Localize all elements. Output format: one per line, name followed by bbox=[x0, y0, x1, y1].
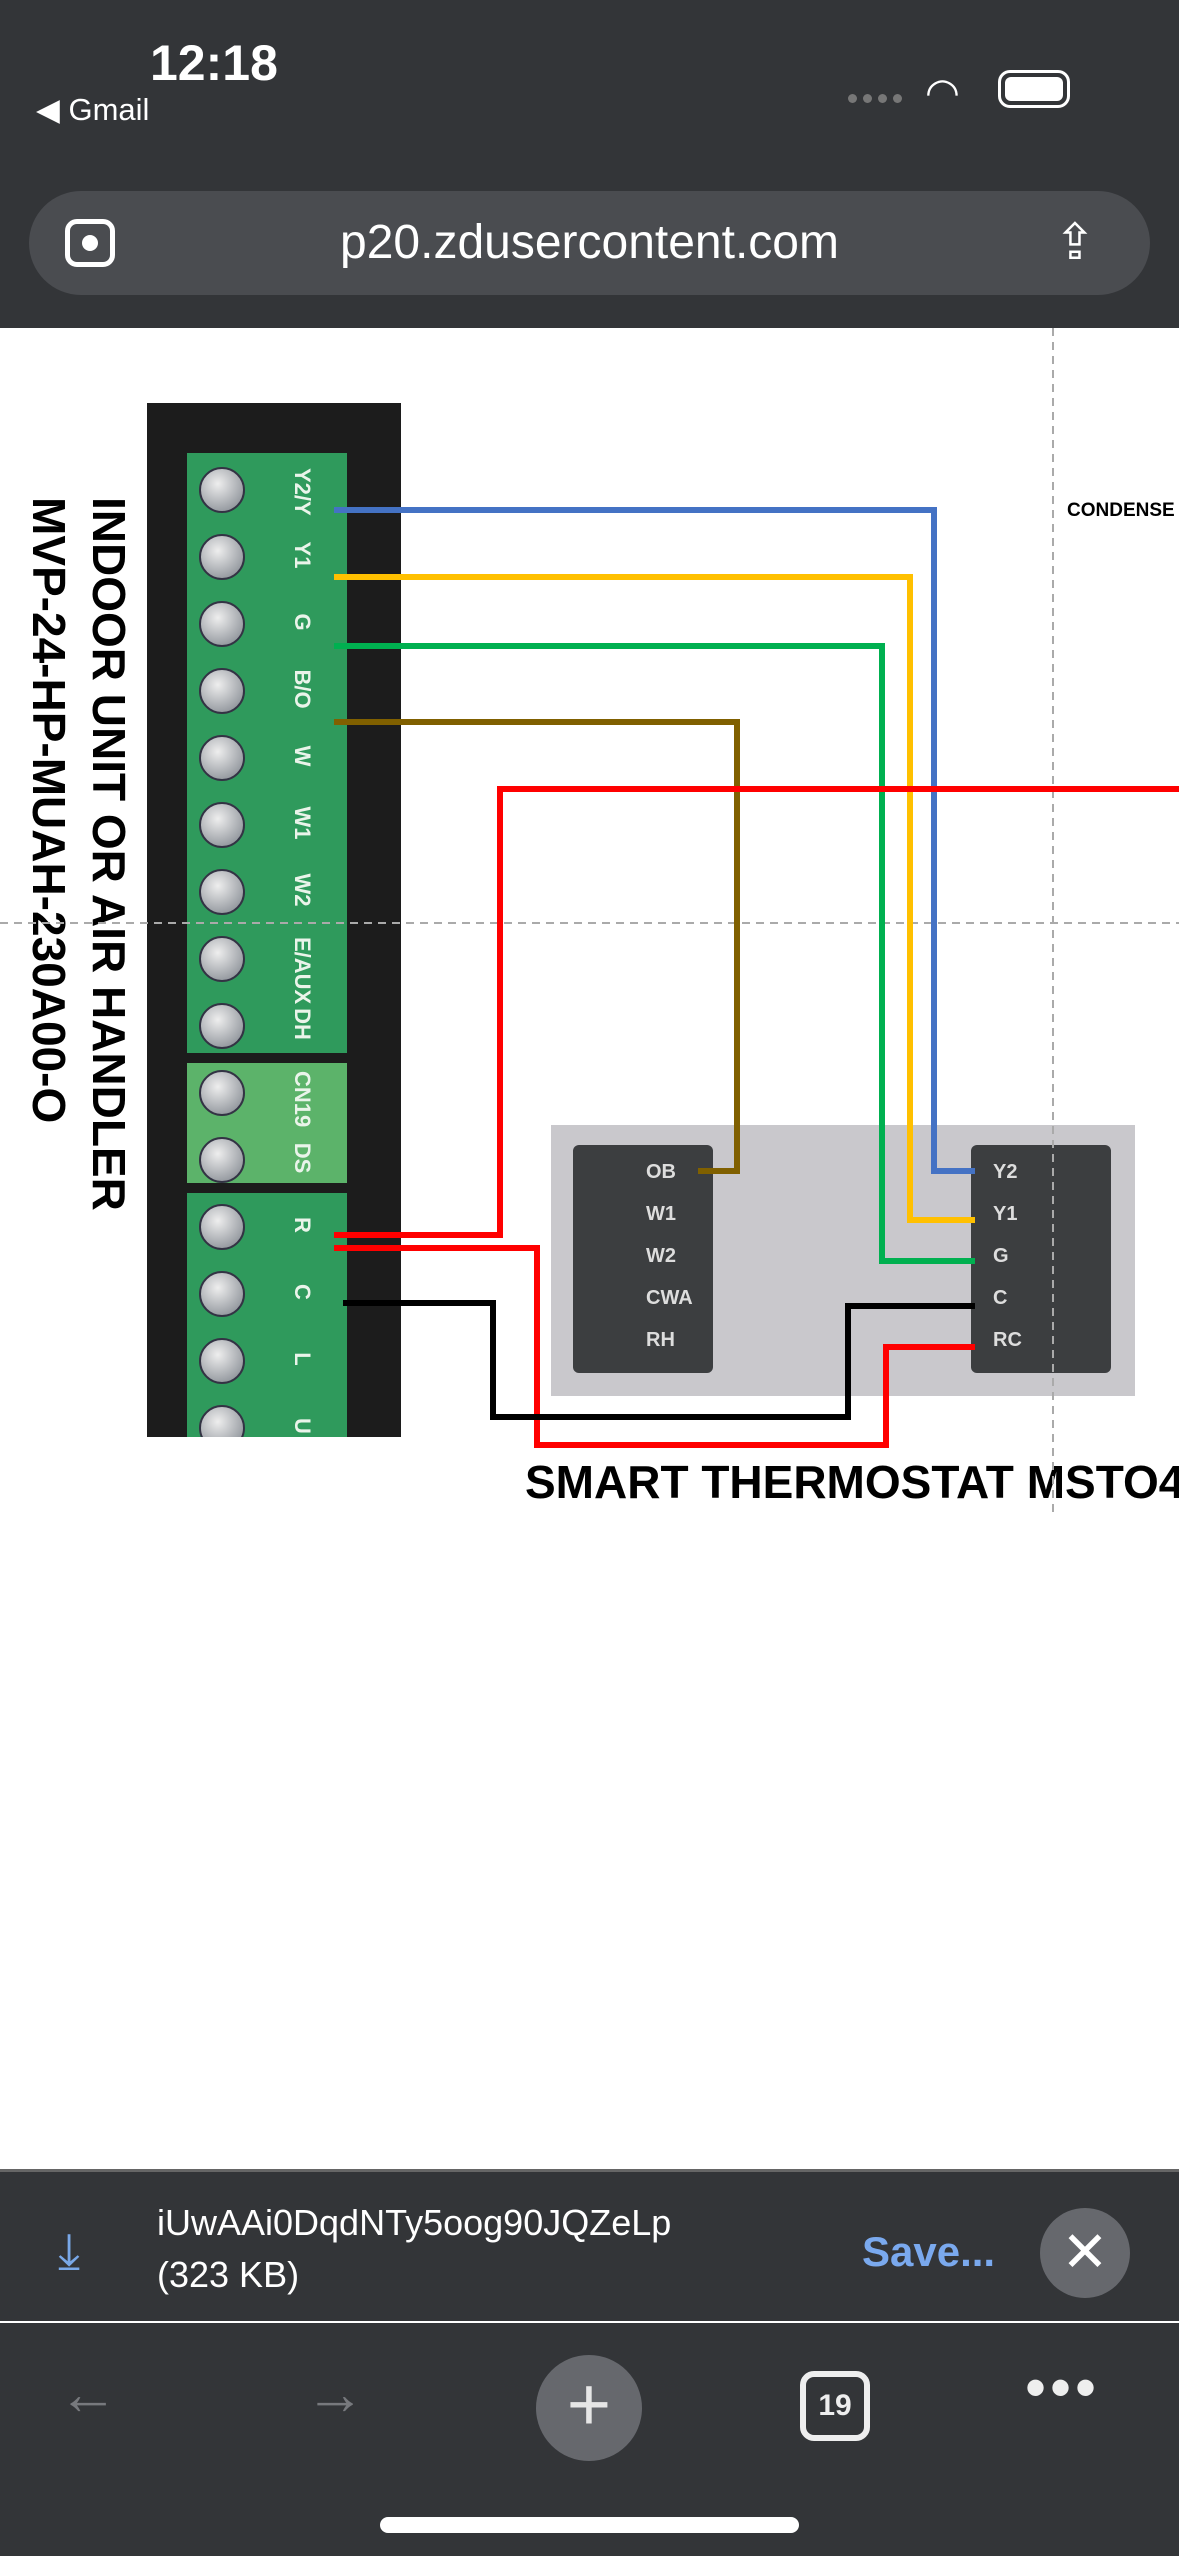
screw-icon bbox=[199, 1405, 245, 1437]
camera-lens-icon[interactable] bbox=[65, 219, 115, 267]
board-terminal-label: W2 bbox=[290, 873, 315, 907]
board-terminal-label: DH bbox=[290, 1008, 315, 1040]
browser-top-bar: 12:18 ◀ Gmail ◠ p20.zdusercontent.com ⇪ bbox=[0, 0, 1179, 328]
indoor-unit-title: INDOOR UNIT OR AIR HANDLER bbox=[83, 497, 135, 1211]
status-time: 12:18 bbox=[150, 35, 278, 91]
board-terminal-label: W bbox=[290, 745, 315, 767]
save-button[interactable]: Save... bbox=[862, 2228, 996, 2275]
screw-icon bbox=[199, 1204, 245, 1250]
close-icon[interactable]: ✕ bbox=[1040, 2208, 1130, 2298]
thermostat-terminal-label: OB bbox=[646, 1161, 676, 1183]
screw-icon bbox=[199, 1338, 245, 1384]
thermostat-terminal-label: Y1 bbox=[993, 1203, 1018, 1225]
board-terminal-label: L bbox=[290, 1352, 315, 1366]
screw-icon bbox=[199, 735, 245, 781]
thermostat-terminal-label: RC bbox=[993, 1329, 1022, 1351]
signal-icon bbox=[848, 94, 902, 103]
thermostat-terminal-label: RH bbox=[646, 1329, 675, 1351]
board-terminal-label: E/AUX bbox=[290, 937, 315, 1005]
back-arrow-icon[interactable]: ← bbox=[58, 2360, 118, 2427]
screw-icon bbox=[199, 936, 245, 982]
download-filename: iUwAAi0DqdNTy5oog90JQZeLp bbox=[157, 2202, 672, 2243]
screw-icon bbox=[199, 1271, 245, 1317]
board-terminal-label: C bbox=[290, 1284, 315, 1300]
download-bar: ⤓ iUwAAi0DqdNTy5oog90JQZeLp (323 KB) Sav… bbox=[0, 2169, 1179, 2321]
wifi-icon: ◠ bbox=[925, 71, 960, 115]
more-menu-icon[interactable]: ••• bbox=[1025, 2354, 1101, 2421]
screw-icon bbox=[199, 802, 245, 848]
screw-icon bbox=[199, 1003, 245, 1049]
home-indicator[interactable] bbox=[380, 2517, 799, 2533]
board-terminal-label: U bbox=[290, 1418, 315, 1434]
battery-icon bbox=[998, 70, 1070, 108]
forward-arrow-icon[interactable]: → bbox=[305, 2360, 365, 2427]
thermostat-terminal-label: W2 bbox=[646, 1245, 676, 1267]
board-terminal-label: CN19 bbox=[290, 1071, 315, 1128]
address-bar[interactable]: p20.zdusercontent.com ⇪ bbox=[29, 191, 1150, 295]
thermostat-terminal-label: W1 bbox=[646, 1203, 676, 1225]
board-terminal-label: DS bbox=[290, 1142, 315, 1174]
url-text[interactable]: p20.zdusercontent.com bbox=[340, 216, 839, 269]
screw-icon bbox=[199, 467, 245, 513]
screw-icon bbox=[199, 1070, 245, 1116]
left-terminal-block bbox=[573, 1145, 713, 1373]
board-terminal-label: G bbox=[290, 613, 315, 631]
download-size: (323 KB) bbox=[157, 2254, 300, 2295]
thermostat-terminal-label: CWA bbox=[646, 1287, 693, 1309]
screw-icon bbox=[199, 668, 245, 714]
screw-icon bbox=[199, 534, 245, 580]
condenser-label: CONDENSE bbox=[1067, 500, 1175, 521]
download-icon: ⤓ bbox=[58, 2223, 81, 2279]
back-to-gmail[interactable]: ◀ Gmail bbox=[36, 92, 150, 127]
indoor-unit-model: MVP-24-HP-MUAH-230A00-O bbox=[23, 497, 75, 1124]
thermostat-title: SMART THERMOSTAT MSTO4 bbox=[525, 1456, 1179, 1508]
new-tab-button[interactable]: + bbox=[536, 2355, 642, 2461]
screw-icon bbox=[199, 601, 245, 647]
screw-icon bbox=[199, 869, 245, 915]
thermostat-terminal-label: G bbox=[993, 1245, 1009, 1267]
thermostat-terminal-label: C bbox=[993, 1287, 1008, 1309]
board-terminal-label: B/O bbox=[290, 669, 315, 709]
screw-icon bbox=[199, 1137, 245, 1183]
board-terminal-label: Y1 bbox=[290, 541, 315, 569]
board-terminal-label: Y2/Y bbox=[290, 468, 315, 516]
right-terminal-block bbox=[971, 1145, 1111, 1373]
share-icon[interactable]: ⇪ bbox=[1054, 214, 1096, 270]
tab-count-button[interactable]: 19 bbox=[800, 2371, 870, 2441]
board-terminal-label: W1 bbox=[290, 806, 315, 840]
board-terminal-label: R bbox=[290, 1217, 315, 1233]
thermostat-terminal-label: Y2 bbox=[993, 1161, 1018, 1183]
